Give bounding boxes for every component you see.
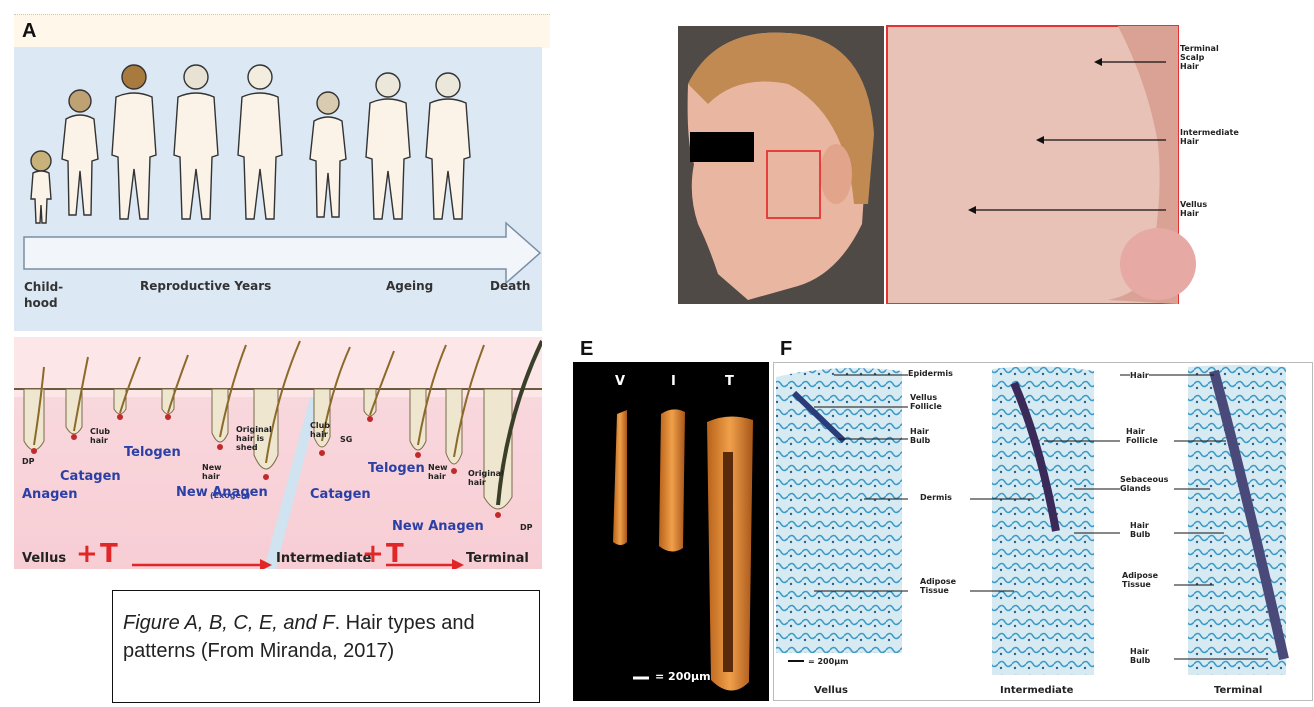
adult-figure-5 xyxy=(310,92,346,217)
bottom-terminal: Terminal xyxy=(1214,685,1262,697)
phase-telogen-right: Telogen xyxy=(368,461,425,476)
label-original-hair-right: Original hair xyxy=(468,469,504,487)
label-terminal-scalp-hair: Terminal Scalp Hair xyxy=(1180,44,1219,71)
stage-ageing: Ageing xyxy=(386,279,433,293)
testosterone-t-2: T xyxy=(386,539,404,569)
panel-a-header xyxy=(14,14,550,48)
col-i: I xyxy=(671,374,676,389)
panel-f: Epidermis Vellus Follicle Hair Bulb Derm… xyxy=(773,362,1313,701)
label-new-hair-left: New hair xyxy=(202,463,222,481)
label-original-hair-shed: Original hair is shed xyxy=(236,425,272,452)
plus-sign-2: + xyxy=(362,539,384,569)
label-dp-left: DP xyxy=(22,457,35,466)
adult-figure-3 xyxy=(174,65,218,219)
label-sebaceous-glands: Sebaceous Glands xyxy=(1120,475,1168,493)
panel-e-letter: E xyxy=(580,338,593,361)
phase-anagen: Anagen xyxy=(22,487,77,502)
label-club-hair-left: Club hair xyxy=(90,427,110,445)
scale-label-e: = 200µm xyxy=(655,670,711,683)
timeline-arrow xyxy=(24,223,540,283)
adult-figure-2 xyxy=(112,65,156,219)
col-v: V xyxy=(615,374,625,389)
label-vellus-hair: Vellus Hair xyxy=(1180,200,1207,218)
intermediate-shaft xyxy=(659,409,685,551)
histology-sections xyxy=(774,363,1314,702)
label-dp-right: DP xyxy=(520,523,533,532)
scale-label-f: = 200µm xyxy=(808,657,848,666)
bottom-vellus: Vellus xyxy=(814,685,848,697)
phase-catagen-right: Catagen xyxy=(310,487,371,502)
bottom-intermediate: Intermediate xyxy=(1000,685,1073,697)
vellus-section xyxy=(776,368,902,653)
testosterone-t-1: T xyxy=(100,539,118,569)
label-dermis: Dermis xyxy=(920,493,952,502)
phase-catagen-left: Catagen xyxy=(60,469,121,484)
vellus-shaft xyxy=(613,410,627,545)
terminal-section xyxy=(1188,365,1286,675)
adult-figure-4 xyxy=(238,65,282,219)
plus-sign-1: + xyxy=(76,539,98,569)
hair-cycle-illustration xyxy=(14,337,542,569)
phase-telogen-left: Telogen xyxy=(124,445,181,460)
label-hair-bulb-mid: Hair Bulb xyxy=(1130,521,1150,539)
panel-a-letter: A xyxy=(22,20,36,43)
phase-new-anagen-right: New Anagen xyxy=(392,519,484,534)
eye-censor-bar xyxy=(690,132,754,162)
panel-c: DP Club hair New hair Original hair is s… xyxy=(14,337,542,569)
stage-childhood: Child- hood xyxy=(24,279,63,311)
intermediate-section xyxy=(992,366,1094,675)
adult-figure-6 xyxy=(366,73,410,219)
label-new-hair-right: New hair xyxy=(428,463,448,481)
stage-death: Death xyxy=(490,279,530,293)
terminal-label: Terminal xyxy=(466,551,529,566)
label-sg: SG xyxy=(340,435,352,444)
caption-italic: Figure A, B, C, E, and F xyxy=(123,612,335,634)
panel-f-letter: F xyxy=(780,338,792,361)
adult-figure-7 xyxy=(426,73,470,219)
label-adipose-tissue-mid: Adipose Tissue xyxy=(920,577,956,595)
label-club-hair-right: Club hair xyxy=(310,421,330,439)
label-hair-bulb-vellus: Hair Bulb xyxy=(910,427,930,445)
label-intermediate-hair: Intermediate Hair xyxy=(1180,128,1239,146)
figure-caption: Figure A, B, C, E, and F. Hair types and… xyxy=(112,590,540,703)
col-t: T xyxy=(725,374,734,389)
face-photo-illustration xyxy=(678,24,1242,304)
label-adipose-tissue-right: Adipose Tissue xyxy=(1122,571,1158,589)
label-hair-bulb-right: Hair Bulb xyxy=(1130,647,1150,665)
child-figure xyxy=(31,151,51,223)
panel-a: Child- hood Reproductive Years Ageing De… xyxy=(14,47,542,331)
human-figures-illustration xyxy=(14,47,542,331)
label-hair: Hair xyxy=(1130,371,1149,380)
intermediate-label: Intermediate xyxy=(276,551,371,566)
hair-shaft-photos xyxy=(573,362,769,701)
panel-e: V I T = 200µm xyxy=(573,362,769,701)
label-vellus-follicle: Vellus Follicle xyxy=(910,393,942,411)
adult-figure-1 xyxy=(62,90,98,215)
panel-b: Terminal Scalp Hair Intermediate Hair Ve… xyxy=(678,24,1242,304)
label-hair-follicle: Hair Follicle xyxy=(1126,427,1158,445)
vellus-label: Vellus xyxy=(22,551,66,566)
stage-reproductive: Reproductive Years xyxy=(140,279,271,293)
label-epidermis: Epidermis xyxy=(908,369,953,378)
phase-new-anagen-left: New Anagen xyxy=(176,485,268,500)
